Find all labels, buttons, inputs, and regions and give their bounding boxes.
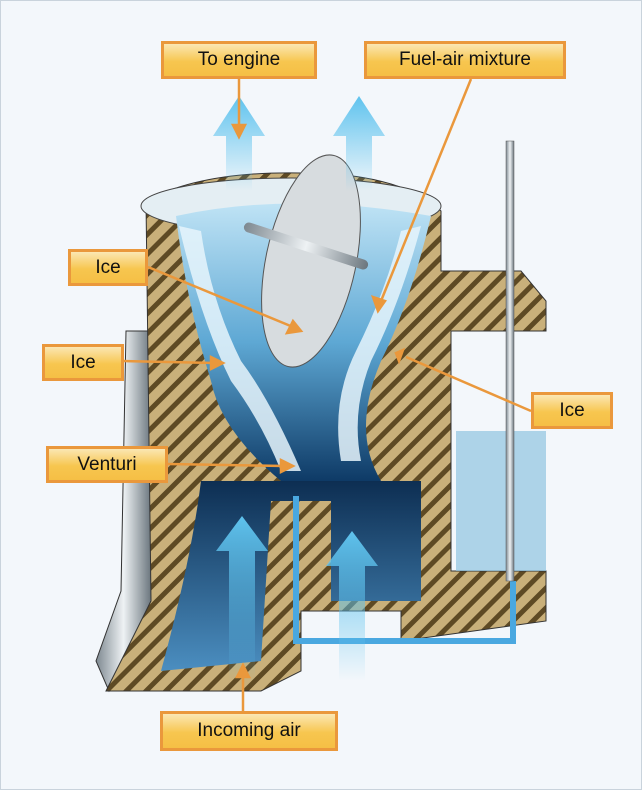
label-venturi: Venturi <box>46 446 168 483</box>
label-incoming-air: Incoming air <box>160 711 338 751</box>
air-arrow-out-right <box>333 96 385 191</box>
air-arrow-out-left <box>213 96 265 191</box>
label-ice-right-wall: Ice <box>531 392 613 429</box>
float-rod <box>505 140 515 582</box>
label-ice-throttle: Ice <box>68 249 148 286</box>
label-to-engine: To engine <box>161 41 317 79</box>
float-chamber <box>456 431 546 571</box>
fuel-line <box>293 496 516 644</box>
throttle-shaft <box>243 222 369 270</box>
ice-right-wall <box>338 226 421 461</box>
throttle-valve <box>261 154 361 368</box>
air-arrow-in-right <box>326 531 378 681</box>
air-arrow-in-left <box>216 516 268 681</box>
ice-left-wall <box>179 226 301 471</box>
label-ice-left-wall: Ice <box>42 344 124 381</box>
leader-lines <box>123 78 532 711</box>
lower-air-chamber <box>161 481 421 671</box>
label-fuel-air-mixture: Fuel-air mixture <box>364 41 566 79</box>
